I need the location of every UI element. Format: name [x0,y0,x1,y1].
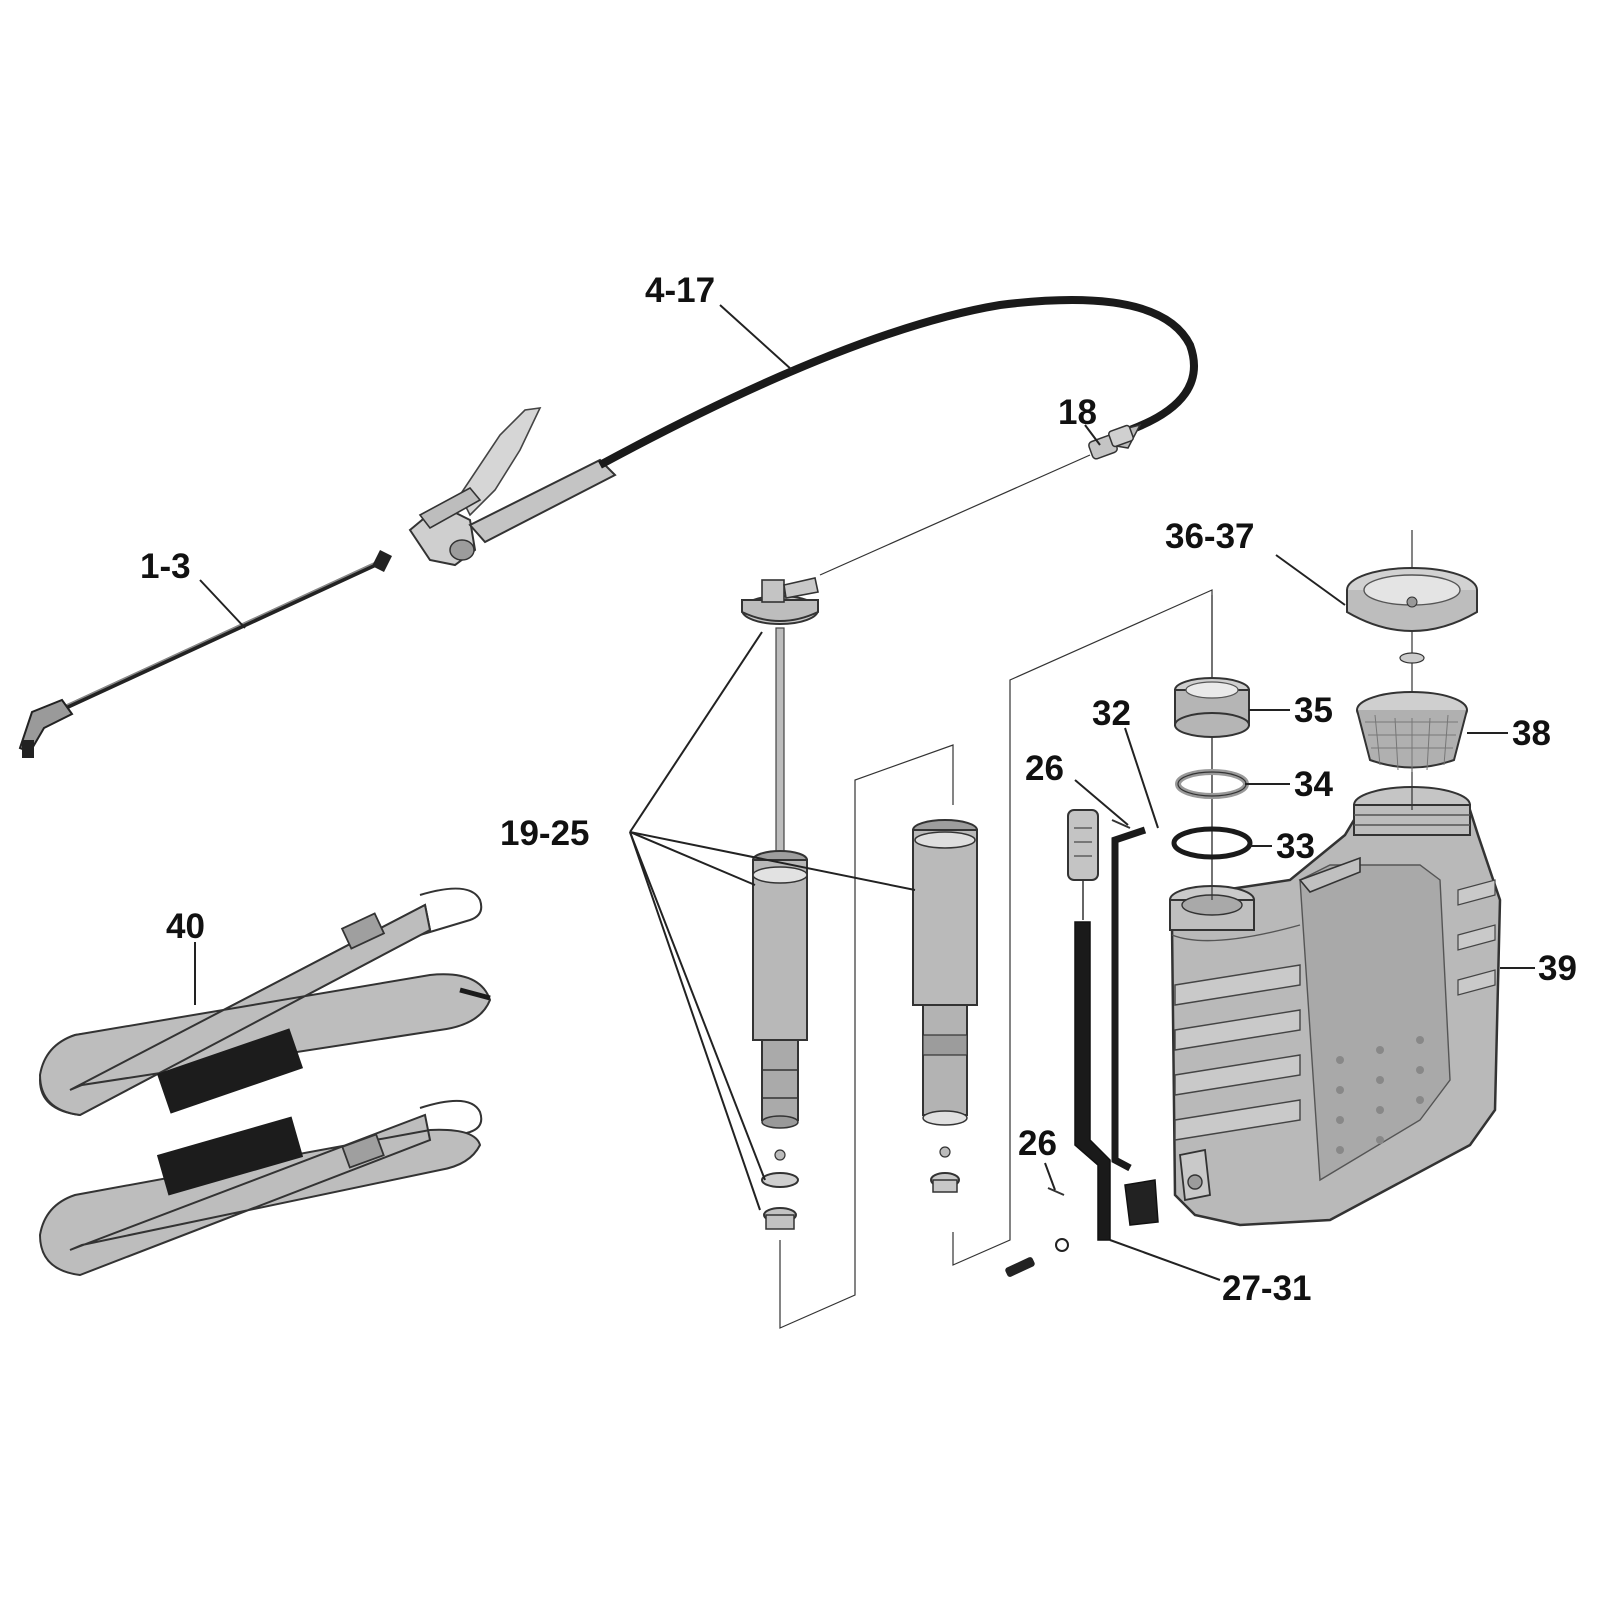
leader-4-17 [719,304,793,371]
pump-assembly [741,577,978,1230]
label-27-31: 27-31 [1222,1269,1312,1308]
leader-26-lower [1044,1162,1056,1191]
label-4-17: 4-17 [645,271,715,310]
label-26-upper: 26 [1025,749,1064,788]
cap-ring-35 [1174,677,1250,738]
label-36-37: 36-37 [1165,517,1255,556]
o-ring-33 [1171,826,1253,860]
label-18: 18 [1058,393,1097,432]
label-33: 33 [1276,827,1315,866]
label-35: 35 [1294,691,1333,730]
leader-19-25-d [629,831,766,1181]
label-26-lower: 26 [1018,1124,1057,1163]
label-39: 39 [1538,949,1577,988]
label-38: 38 [1512,714,1551,753]
leader-19-25-b [629,831,756,886]
label-40: 40 [166,907,205,946]
leader-1-3 [199,579,246,629]
trigger-handle [408,407,617,567]
leader-36-37 [1275,554,1346,606]
pump-bracket-line [779,744,954,1329]
handle-assembly [1005,809,1159,1277]
label-19-25: 19-25 [500,814,590,853]
cover-36-37 [1346,567,1478,664]
tank [1169,786,1502,1227]
leader-hose-to-pump [819,454,1091,576]
label-34: 34 [1294,765,1333,804]
straps-40 [38,887,492,1277]
strainer-38 [1356,691,1468,772]
spray-wand [18,550,392,758]
leader-19-25-a [629,631,763,833]
label-32: 32 [1092,694,1131,733]
leader-19-25-c [629,831,916,891]
leader-32 [1124,727,1159,829]
leader-26-upper [1074,779,1129,826]
leader-18 [1084,424,1101,446]
leader-27-31 [1109,1239,1221,1281]
label-1-3: 1-3 [140,547,191,586]
leader-19-25-e [629,831,761,1211]
